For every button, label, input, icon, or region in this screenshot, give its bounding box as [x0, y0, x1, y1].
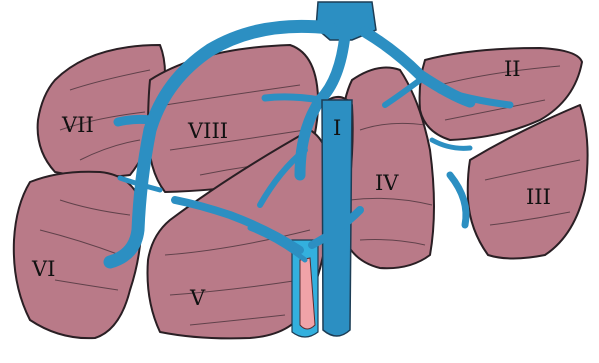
label-v: V [189, 286, 206, 310]
label-i: I [333, 116, 341, 140]
label-vii: VII [61, 113, 94, 137]
label-ii: II [504, 57, 521, 81]
label-iii: III [526, 185, 551, 209]
label-viii: VIII [187, 119, 228, 143]
label-vi: VI [31, 257, 55, 281]
label-iv: IV [375, 171, 399, 195]
